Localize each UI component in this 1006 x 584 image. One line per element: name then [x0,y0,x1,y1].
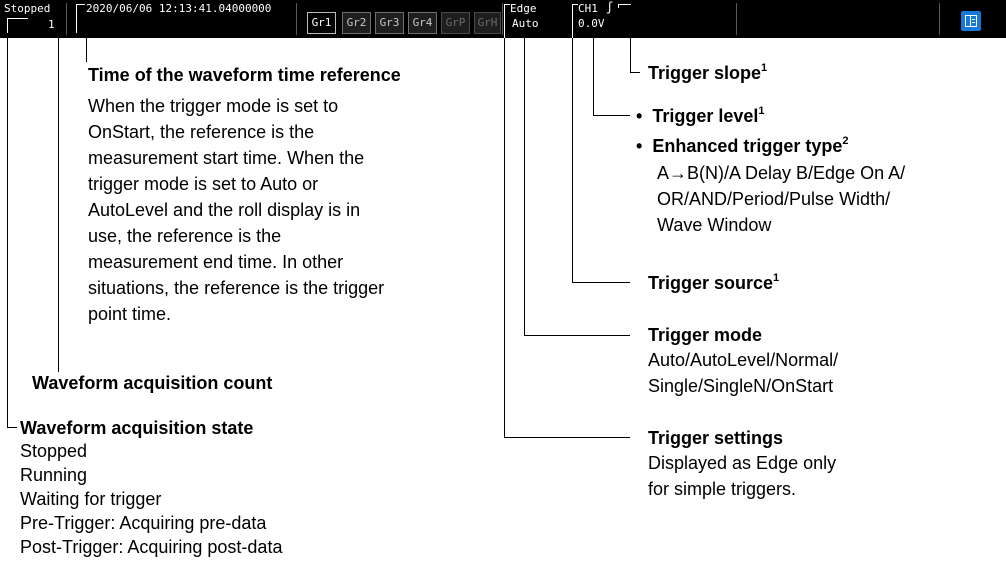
group-button-grh[interactable]: GrH [474,12,501,34]
panel-toggle-icon [965,15,977,27]
trigger-settings-heading: Trigger settings [648,428,784,448]
description-line: situations, the reference is the trigger [88,278,385,298]
list-item: A→B(N)/A Delay B/Edge On A/ [657,163,906,183]
time-reference: 2020/06/06 12:13:41.04000000 [86,2,272,15]
trigger-source-heading: Trigger source1 [648,270,779,296]
separator [66,3,67,35]
heading-text: Trigger level [652,106,759,126]
enhanced-trigger-heading: • Enhanced trigger type2 [636,133,849,159]
leader-line [572,38,573,283]
leader-line [58,38,59,372]
trigger-source[interactable]: CH1 [578,2,598,15]
slope-bracket [618,4,631,8]
trigger-level-heading: • Trigger level1 [636,103,765,129]
enhanced-trigger-list: A→B(N)/A Delay B/Edge On A/ OR/AND/Perio… [657,160,905,238]
list-item: Running [20,465,88,485]
trigger-settings-description: Displayed as Edge only for simple trigge… [648,450,836,502]
group-button-gr1[interactable]: Gr1 [307,12,336,34]
group-button-gr4[interactable]: Gr4 [408,12,437,34]
acquisition-count-heading: Waveform acquisition count [32,373,273,393]
group-button-grp[interactable]: GrP [441,12,470,34]
description-line: OnStart, the reference is the [88,122,315,142]
list-item: OR/AND/Period/Pulse Width/ [657,189,891,209]
trigger-slope-heading: Trigger slope1 [648,60,767,86]
panel-toggle-button[interactable] [961,11,981,31]
trigger-mode-heading: Trigger mode [648,325,763,345]
list-item: Wave Window [657,215,772,235]
time-reference-description: When the trigger mode is set to OnStart,… [88,93,384,327]
footnote-marker: 1 [773,272,780,284]
footnote-marker: 1 [761,62,768,74]
trigger-source-bracket [572,4,578,39]
group-button-gr2[interactable]: Gr2 [342,12,371,34]
description-line: When the trigger mode is set to [88,96,339,116]
status-bar: Stopped 1 2020/06/06 12:13:41.04000000 G… [0,0,1006,39]
acquisition-count: 1 [48,18,55,31]
time-reference-heading: Time of the waveform time reference [88,65,401,85]
description-line: AutoLevel and the roll display is in [88,200,361,220]
leader-line [572,282,630,283]
bullet: • [636,136,643,156]
trigger-mode-list: Auto/AutoLevel/Normal/ Single/SingleN/On… [648,347,838,399]
separator [296,3,297,35]
leader-line [630,72,640,73]
leader-line [524,38,525,336]
bullet: • [636,106,643,126]
time-bracket [76,4,85,33]
trigger-mode[interactable]: Auto [512,17,539,30]
acquisition-state: Stopped [4,2,51,15]
list-item: Waiting for trigger [20,489,162,509]
description-line: use, the reference is the [88,226,282,246]
description-line: trigger mode is set to Auto or [88,174,319,194]
list-item: Pre-Trigger: Acquiring pre-data [20,513,267,533]
group-button-gr3[interactable]: Gr3 [375,12,404,34]
list-item: Single/SingleN/OnStart [648,376,834,396]
list-item: Auto/AutoLevel/Normal/ [648,350,839,370]
footnote-marker: 1 [758,105,765,117]
trigger-settings-bracket [504,4,510,39]
trigger-level[interactable]: 0.0V [578,17,605,30]
list-item: Stopped [20,441,88,461]
leader-line [86,38,87,62]
description-line: measurement end time. In other [88,252,344,272]
leader-line [504,38,505,438]
leader-line [593,38,594,116]
list-item: Post-Trigger: Acquiring post-data [20,537,283,557]
trigger-slope-icon[interactable]: ʃ [606,0,614,14]
separator [736,3,737,35]
heading-text: Trigger source [648,273,774,293]
leader-line [504,437,630,438]
heading-text: Trigger slope [648,63,762,83]
description-line: point time. [88,304,172,324]
trigger-type[interactable]: Edge [510,2,537,15]
leader-line [524,335,630,336]
leader-line [7,38,8,428]
description-line: for simple triggers. [648,479,797,499]
acquisition-state-heading: Waveform acquisition state [20,418,254,438]
leader-line [7,427,17,428]
leader-line [630,38,631,73]
separator [502,3,503,35]
description-line: measurement start time. When the [88,148,365,168]
description-line: Displayed as Edge only [648,453,837,473]
separator [939,3,940,35]
heading-text: Enhanced trigger type [652,136,843,156]
count-bracket [7,18,28,33]
footnote-marker: 2 [842,135,849,147]
acquisition-state-list: Stopped Running Waiting for trigger Pre-… [20,439,282,559]
leader-line [593,115,630,116]
